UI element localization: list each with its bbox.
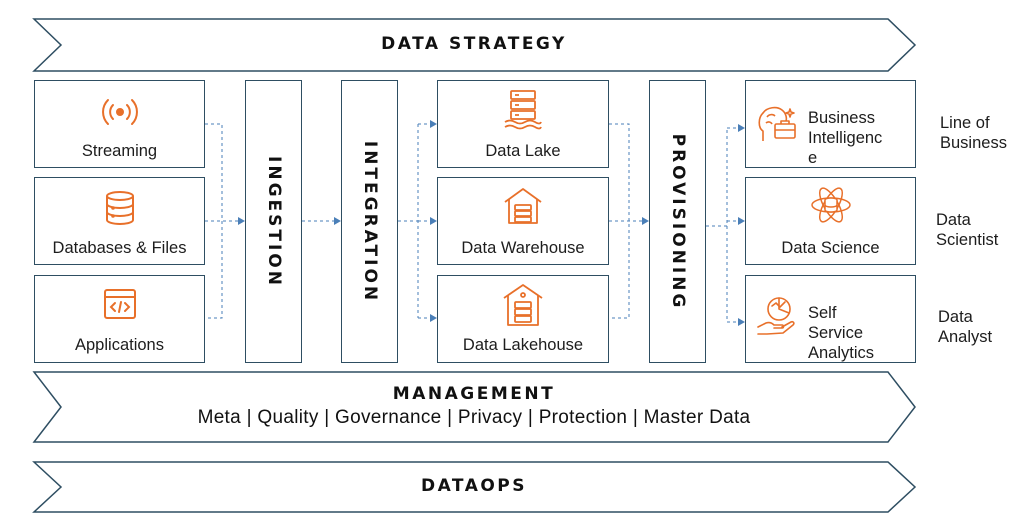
- arrowhead: [430, 217, 437, 225]
- source-streaming: Streaming: [34, 80, 205, 168]
- ingestion-label: INGESTION: [263, 155, 284, 288]
- role-line: Line of: [940, 114, 990, 132]
- output-label: Data Science: [781, 239, 880, 257]
- role-line: Scientist: [936, 231, 999, 249]
- role-data-scientist: Data Scientist: [936, 210, 998, 250]
- ingestion-stage: INGESTION: [245, 80, 302, 363]
- source-label: Streaming: [81, 142, 158, 160]
- dataops-chevron: [32, 461, 917, 513]
- connector-stores-to-provisioning: [609, 123, 643, 319]
- connector-provisioning-to-outputs: [706, 127, 738, 323]
- broadcast-icon: [101, 99, 138, 125]
- arrowhead: [238, 217, 245, 225]
- output-label-line: Analytics: [808, 344, 875, 362]
- provisioning-label: PROVISIONING: [667, 133, 688, 310]
- data-strategy-chevron: [32, 18, 917, 72]
- source-label: Applications: [75, 336, 164, 354]
- arrowhead: [430, 314, 437, 322]
- warehouse-icon: [504, 188, 542, 224]
- output-label-line: Intelligenc: [808, 129, 883, 147]
- management-title: MANAGEMENT: [392, 384, 556, 404]
- output-business-intelligence: Business Intelligenc e: [745, 80, 916, 168]
- management-items: Meta | Quality | Governance | Privacy | …: [197, 407, 751, 428]
- code-window-icon: [103, 289, 136, 319]
- database-icon: [105, 191, 134, 225]
- output-self-service-analytics: Self Service Analytics: [745, 275, 916, 363]
- source-applications: Applications: [34, 275, 205, 363]
- role-line: Data: [936, 211, 971, 229]
- arrowhead: [430, 120, 437, 128]
- store-data-warehouse: Data Warehouse: [437, 177, 609, 265]
- connector-sources-to-ingestion: [205, 123, 238, 319]
- role-data-analyst: Data Analyst: [938, 307, 992, 347]
- management-chevron: [32, 371, 916, 443]
- output-data-science: Data Science: [745, 177, 916, 265]
- output-label-line: Service: [808, 324, 864, 342]
- role-line: Analyst: [938, 328, 993, 346]
- arrowhead: [738, 124, 745, 132]
- connector-integration-to-stores: [398, 123, 430, 319]
- store-data-lake: Data Lake: [437, 80, 609, 168]
- dataops-title: DATAOPS: [420, 476, 528, 496]
- provisioning-stage: PROVISIONING: [649, 80, 706, 363]
- arrowhead: [738, 318, 745, 326]
- arrowhead: [334, 217, 341, 225]
- integration-stage: INTEGRATION: [341, 80, 398, 363]
- lakehouse-icon: [503, 284, 543, 326]
- brain-briefcase-icon: [758, 106, 796, 141]
- output-label-line: e: [808, 149, 818, 167]
- store-label: Data Lakehouse: [462, 336, 584, 354]
- atom-database-icon: [810, 187, 851, 223]
- store-label: Data Lake: [485, 142, 561, 160]
- role-line: Business: [940, 134, 1007, 152]
- hand-chart-icon: [757, 297, 795, 335]
- store-data-lakehouse: Data Lakehouse: [437, 275, 609, 363]
- output-label: Business Intelligenc e: [808, 108, 882, 168]
- source-databases-files: Databases & Files: [34, 177, 205, 265]
- arrowhead: [642, 217, 649, 225]
- data-strategy-title: DATA STRATEGY: [381, 34, 567, 54]
- integration-label: INTEGRATION: [359, 140, 380, 303]
- arrowhead: [738, 217, 745, 225]
- role-line-of-business: Line of Business: [940, 113, 1007, 153]
- source-label: Databases & Files: [52, 239, 187, 257]
- role-line: Data: [938, 308, 973, 326]
- output-label-line: Self: [808, 304, 837, 322]
- server-lake-icon: [504, 90, 542, 130]
- output-label: Self Service Analytics: [808, 303, 874, 363]
- output-label-line: Business: [808, 109, 875, 127]
- store-label: Data Warehouse: [461, 239, 585, 257]
